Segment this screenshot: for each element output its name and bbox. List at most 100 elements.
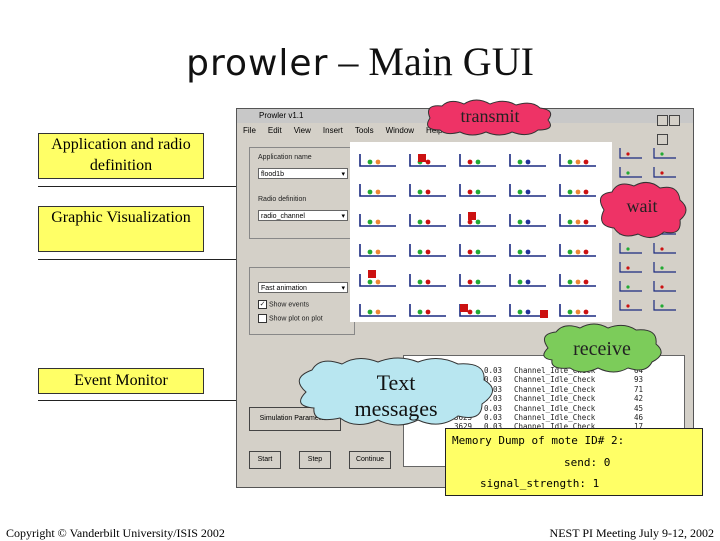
mote-node[interactable] (359, 184, 396, 197)
mote-node[interactable] (509, 304, 546, 317)
log-message: Channel_Idle_Check (514, 403, 596, 413)
mote-node[interactable] (459, 154, 496, 167)
mote-node (653, 281, 676, 292)
text-messages-label: Text messages (354, 370, 438, 421)
menu-help[interactable]: Help (426, 126, 443, 135)
mote-visualization[interactable] (350, 142, 612, 322)
mote-status-dot (660, 171, 664, 175)
label-app-radio: Application and radio definition (38, 133, 204, 179)
mote-node (653, 300, 676, 311)
mote-node[interactable] (359, 154, 396, 167)
menu-file[interactable]: File (243, 126, 256, 135)
mote-node[interactable] (359, 304, 396, 317)
label-event-monitor: Event Monitor (38, 368, 204, 394)
menu-tools[interactable]: Tools (354, 126, 374, 135)
start-button[interactable]: Start (249, 451, 281, 469)
mote-node[interactable] (409, 304, 446, 317)
mote-node[interactable] (459, 184, 496, 197)
memdump-line1: Memory Dump of mote ID# 2: (452, 434, 625, 447)
mote-node[interactable] (509, 154, 546, 167)
window-title: Prowler v1.1 (259, 111, 304, 120)
menu-insert[interactable]: Insert (322, 126, 343, 135)
mote-node[interactable] (459, 214, 496, 227)
log-count: 45 (634, 403, 644, 413)
radio-def-value: radio_channel (261, 213, 305, 220)
mote-node[interactable] (559, 304, 596, 317)
mote-node[interactable] (559, 184, 596, 197)
mote-node[interactable] (509, 184, 546, 197)
mote-node (653, 148, 676, 159)
log-message: Channel_Idle_Check (514, 422, 596, 432)
mote-node[interactable] (509, 274, 546, 287)
label-event-monitor-text: Event Monitor (74, 372, 168, 389)
window-controls[interactable] (657, 111, 691, 145)
show-plot-row[interactable]: Show plot on plot (258, 314, 323, 323)
menu-window[interactable]: Window (385, 126, 415, 135)
log-message: Channel_Idle_Check (514, 375, 596, 385)
receive-callout (543, 323, 662, 373)
show-events-row[interactable]: ✓ Show events (258, 300, 309, 309)
mote-node[interactable] (509, 244, 546, 257)
mote-node[interactable] (559, 214, 596, 227)
animation-value: Fast animation (261, 285, 307, 292)
close-icon[interactable] (657, 134, 668, 145)
log-value: 0.03 (484, 375, 503, 385)
app-name-select[interactable]: flood1b ▾ (258, 168, 348, 179)
mote-node[interactable] (559, 154, 596, 167)
mote-node (619, 262, 642, 273)
log-count: 42 (634, 394, 644, 404)
mote-status-dot (660, 285, 664, 289)
mote-node[interactable] (409, 154, 446, 167)
transmit-label: transmit (460, 106, 520, 126)
mote-node[interactable] (359, 274, 396, 287)
log-message: Channel_Idle_Check (514, 413, 596, 423)
wait-label: wait (626, 196, 658, 216)
radio-def-label: Radio definition (258, 196, 307, 203)
menu-edit[interactable]: Edit (267, 126, 282, 135)
mote-node[interactable] (409, 184, 446, 197)
mote-node[interactable] (559, 244, 596, 257)
mote-node[interactable] (559, 274, 596, 287)
log-message: Channel_Idle_Check (514, 384, 596, 394)
mote-node (619, 167, 642, 178)
transmit-callout (427, 99, 552, 136)
log-value: 0.03 (484, 413, 503, 423)
animation-panel: Fast animation ▾ ✓ Show events Show plot… (249, 267, 355, 335)
mote-node[interactable] (359, 244, 396, 257)
maximize-icon[interactable] (669, 115, 680, 126)
label-graphic-vis-text: Graphic Visualization (51, 209, 191, 226)
mote-node[interactable] (459, 274, 496, 287)
footer-copyright: Copyright © Vanderbilt University/ISIS 2… (6, 526, 225, 540)
mote-node (619, 300, 642, 311)
app-radio-panel: Application name flood1b ▾ Radio definit… (249, 147, 355, 239)
mote-node[interactable] (409, 274, 446, 287)
receive-label: receive (573, 338, 631, 360)
checkbox-checked-icon[interactable]: ✓ (258, 300, 267, 309)
mote-node[interactable] (359, 214, 396, 227)
radio-def-select[interactable]: radio_channel ▾ (258, 210, 348, 221)
minimize-icon[interactable] (657, 115, 668, 126)
mote-node[interactable] (509, 214, 546, 227)
label-app-radio-text: Application and radio definition (51, 136, 191, 174)
chevron-down-icon: ▾ (341, 213, 345, 220)
menu-view[interactable]: View (293, 126, 311, 135)
continue-button[interactable]: Continue (349, 451, 391, 469)
transmitting-mote-marker (460, 304, 468, 312)
log-value: 0.03 (484, 422, 503, 432)
log-id: 3629 (454, 422, 473, 432)
title-main-gui: Main GUI (368, 39, 534, 84)
mote-node[interactable] (409, 244, 446, 257)
mote-node (619, 281, 642, 292)
checkbox-icon[interactable] (258, 314, 267, 323)
menubar: File Edit View Insert Tools Window Help (237, 125, 693, 137)
mote-status-dot (626, 304, 630, 308)
animation-select[interactable]: Fast animation ▾ (258, 282, 348, 293)
mote-status-dot (660, 152, 664, 156)
step-button[interactable]: Step (299, 451, 331, 469)
show-plot-label: Show plot on plot (268, 315, 323, 323)
log-value: 0.03 (484, 366, 503, 375)
log-message: Channel_Idle_Check (514, 394, 596, 404)
mote-node[interactable] (409, 214, 446, 227)
mote-node[interactable] (459, 244, 496, 257)
